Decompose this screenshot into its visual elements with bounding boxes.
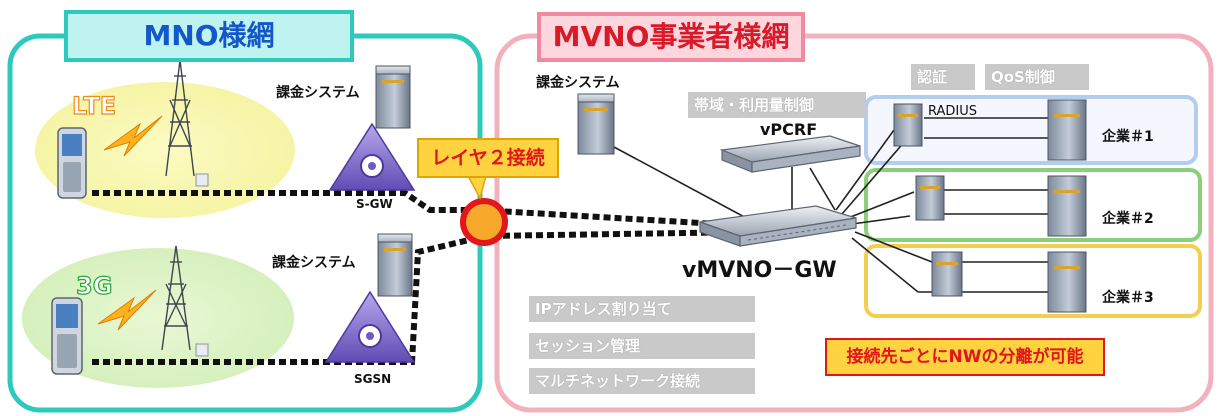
enterprise-2-relay-server-icon	[915, 175, 945, 221]
qos-control-tag: QoS制御	[985, 64, 1089, 90]
auth-tag: 認証	[911, 64, 975, 90]
session-management-tag: セッション管理	[529, 333, 755, 359]
sgsn-icon	[324, 290, 416, 363]
layer2-tunnels	[92, 190, 753, 365]
layer2-connection-callout: レイヤ２接続	[417, 138, 559, 178]
lte-coverage-area	[35, 82, 295, 218]
ip-address-assignment-tag: IPアドレス割り当て	[529, 296, 755, 322]
enterprise-2-label: 企業＃2	[1102, 211, 1154, 227]
lte-signal-icon	[103, 115, 163, 157]
mvno-billing-server-icon	[577, 93, 615, 155]
multi-network-connection-tag: マルチネットワーク接続	[529, 368, 755, 394]
lte-phone-icon	[57, 127, 87, 199]
3g-coverage-area	[22, 248, 294, 388]
vpcrf-label: vPCRF	[760, 120, 818, 139]
lte-antenna-tower-icon	[165, 59, 195, 177]
lte-billing-system-label: 課金システム	[276, 85, 360, 101]
3g-base-station-box	[195, 343, 209, 357]
sgsn-label: SGSN	[354, 372, 392, 386]
enterprise-3-label: 企業＃3	[1102, 290, 1154, 306]
mvno-billing-system-label: 課金システム	[536, 75, 620, 91]
mvno-network-title: MVNO事業者様網	[537, 12, 805, 62]
enterprise-3-server-icon	[1047, 251, 1087, 313]
enterprise-3-relay-server-icon	[931, 251, 963, 297]
lte-base-station-box	[195, 173, 209, 187]
s-gw-icon	[328, 122, 416, 191]
vmvno-gw-appliance-icon	[699, 205, 857, 247]
mno-network-title: MNO様網	[64, 10, 354, 62]
3g-antenna-tower-icon	[161, 245, 191, 351]
radius-label: RADIUS	[928, 104, 978, 119]
enterprise-1-label: 企業＃1	[1102, 129, 1154, 145]
bandwidth-usage-control-tag: 帯域・利用量制御	[688, 92, 866, 118]
enterprise-2-frame	[864, 168, 1202, 242]
3g-signal-icon	[97, 289, 157, 331]
network-separation-note: 接続先ごとにNWの分離が可能	[825, 338, 1105, 376]
vpcrf-appliance-icon	[719, 135, 861, 173]
s-gw-label: S-GW	[356, 197, 393, 211]
3g-billing-server-icon	[377, 233, 413, 297]
lte-billing-server-icon	[375, 65, 411, 129]
vmvno-gw-label: vMVNO－GW	[682, 258, 837, 283]
enterprise-1-server-icon	[1047, 99, 1087, 161]
3g-phone-icon	[51, 297, 83, 375]
mvno-links	[613, 117, 1048, 293]
radius-server-icon	[893, 103, 923, 147]
layer2-connection-point	[460, 198, 508, 246]
3g-billing-system-label: 課金システム	[272, 255, 356, 271]
lte-label: LTE	[71, 91, 117, 120]
enterprise-1-frame	[864, 95, 1198, 165]
3g-label: 3G	[75, 271, 113, 300]
enterprise-2-server-icon	[1047, 175, 1087, 237]
